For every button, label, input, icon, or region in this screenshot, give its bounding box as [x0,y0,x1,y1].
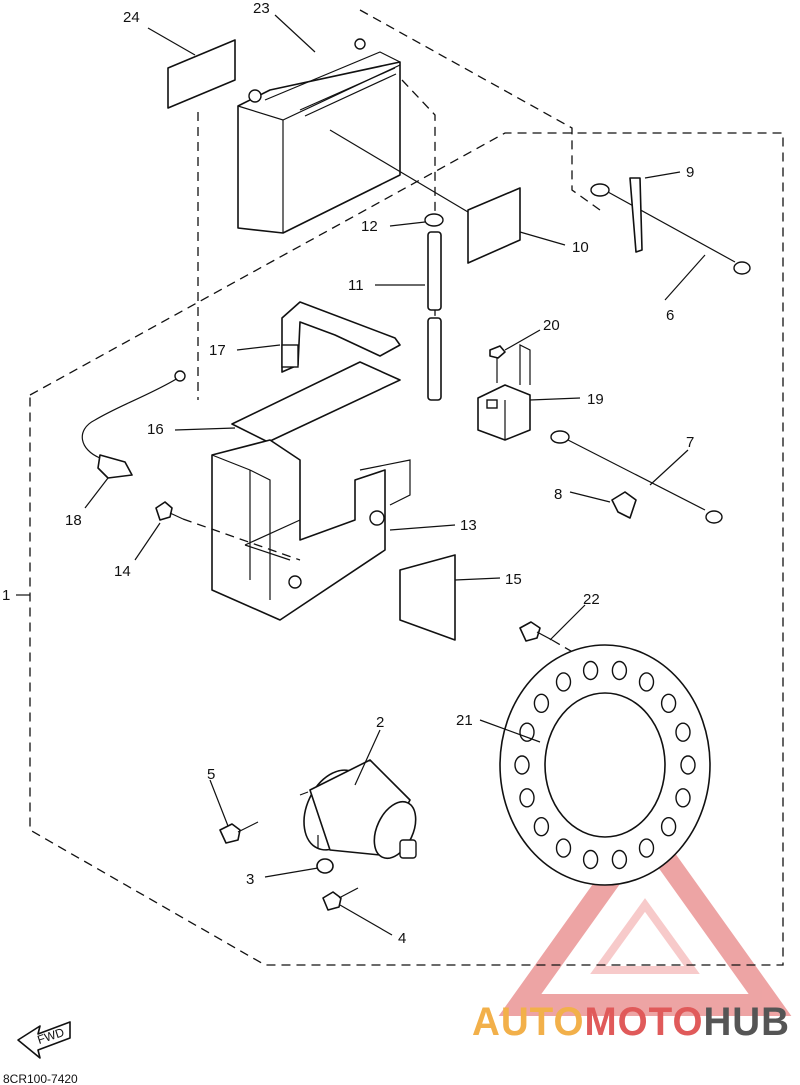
vent-hose [424,213,444,401]
disc-hole [519,788,535,808]
cover-plate [399,554,456,641]
disc-hole [533,817,550,837]
callout-12: 12 [361,218,378,235]
watermark-part-auto: AUTO [472,1000,585,1044]
battery-case [211,439,411,621]
callout-14: 14 [114,563,131,580]
bolt-4 [322,887,359,911]
positive-cable [550,430,723,524]
disc-hole [519,722,535,742]
callout-24: 24 [123,9,140,26]
callout-21: 21 [456,712,473,729]
lead-wire [81,370,186,479]
callout-4: 4 [398,930,406,947]
starter-motor [299,759,417,860]
drawing-code: 8CR100-7420 [3,1072,78,1085]
fwd-arrow-icon: FWD [17,1021,71,1059]
callout-20: 20 [543,317,560,334]
watermark-text: AUTOMOTOHUB [472,1000,790,1044]
assembly-boundary [29,132,784,966]
disc-hole [638,838,655,858]
watermark-part-moto: MOTO [585,1000,704,1044]
callout-labels: 24 23 10 12 11 17 16 18 14 13 15 19 20 9… [2,0,694,947]
leader-lines [16,14,706,936]
callout-17: 17 [209,342,226,359]
battery-pad [167,39,236,109]
callout-22: 22 [583,591,600,608]
disc-hole [660,817,677,837]
disc-hole [680,755,696,775]
callout-3: 3 [246,871,254,888]
svg-text:AUTOMOTOHUB: AUTOMOTOHUB [472,1000,790,1044]
bolt-5 [219,821,259,844]
disc-hole [611,849,628,870]
watermark-triangle-logo [498,811,792,1016]
disc-hole [611,660,628,681]
callout-10: 10 [572,239,589,256]
battery-band [281,301,401,373]
brake-disc [499,644,711,886]
nut-3 [316,858,334,874]
callout-16: 16 [147,421,164,438]
damper-pad [467,187,521,264]
callout-7: 7 [686,434,694,451]
callout-19: 19 [587,391,604,408]
disc-hole [514,755,530,775]
disc-hole [555,838,572,858]
callout-6: 6 [666,307,674,324]
callout-9: 9 [686,164,694,181]
disc-hole [533,693,550,713]
callout-5: 5 [207,766,215,783]
callout-18: 18 [65,512,82,529]
bolt-14 [155,501,301,561]
callout-2: 2 [376,714,384,731]
starter-relay [477,344,531,441]
disc-hole [582,849,599,870]
disc-hole [675,788,691,808]
disc-hole [582,660,599,681]
disc-hole [675,722,691,742]
disc-hole [638,672,655,692]
callout-11: 11 [348,277,364,294]
battery [237,38,469,234]
watermark-part-hub: HUB [703,1000,790,1044]
disc-hole [555,672,572,692]
disc-hole [660,693,677,713]
callout-1: 1 [2,587,10,604]
callout-23: 23 [253,0,270,17]
battery-sheet [231,361,401,443]
callout-15: 15 [505,571,522,588]
negative-cable [590,177,751,275]
callout-13: 13 [460,517,477,534]
callout-8: 8 [554,486,562,503]
